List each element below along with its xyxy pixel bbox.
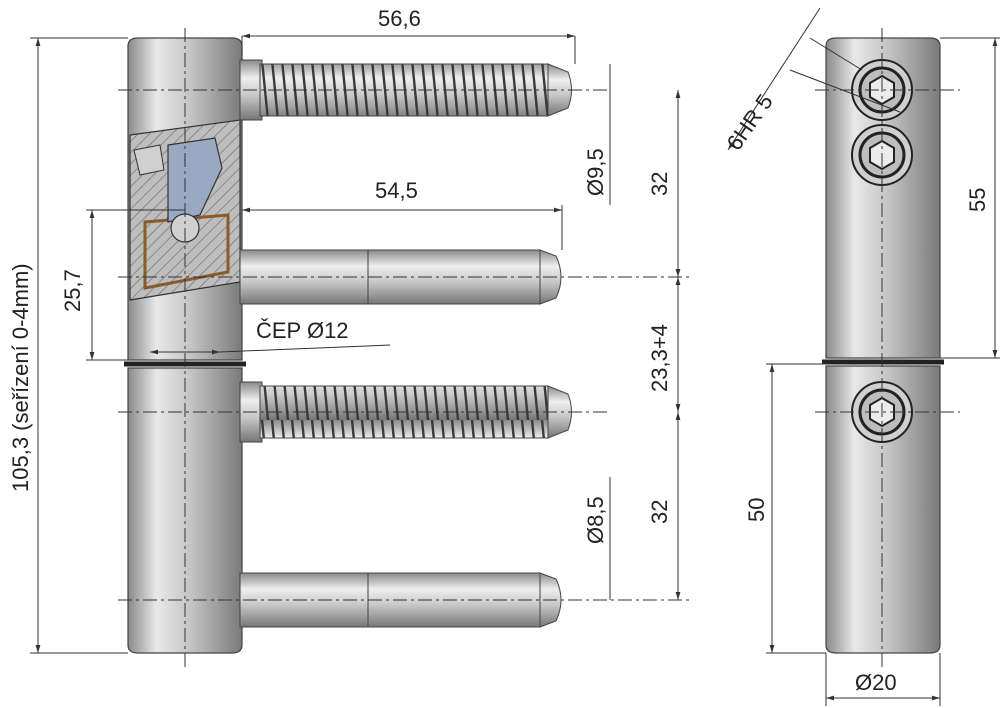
dim-pin-diameter-upper: Ø9,5 <box>583 148 608 196</box>
dim-offset-height: 25,7 <box>60 269 85 312</box>
side-view <box>118 28 690 668</box>
dim-total-height: 105,3 (seřízení 0-4mm) <box>8 263 33 492</box>
dim-barrel-diameter: Ø20 <box>855 670 897 695</box>
dim-top-pin-length: 56,6 <box>378 6 421 31</box>
front-upper-barrel <box>825 37 941 359</box>
dim-pin-diameter-lower: Ø8,5 <box>583 496 608 544</box>
dim-pin-spacing-upper: 32 <box>647 172 672 196</box>
set-screw <box>133 144 165 176</box>
dim-upper-body-height: 55 <box>965 188 990 212</box>
front-view <box>815 28 960 668</box>
bushing <box>143 213 230 290</box>
front-lower-barrel <box>825 365 941 654</box>
dim-lower-body-height: 50 <box>744 498 769 522</box>
dim-gap: 23,3+4 <box>647 324 672 392</box>
dim-hex-size: 6HR 5 <box>722 89 778 154</box>
dim-cep: ČEP Ø12 <box>256 318 349 343</box>
adjusting-wedge <box>167 137 223 223</box>
dim-second-pin-length: 54,5 <box>375 178 418 203</box>
dim-pin-spacing-lower: 32 <box>647 500 672 524</box>
right-dimensions <box>727 7 1000 706</box>
left-dimensions <box>30 33 681 654</box>
